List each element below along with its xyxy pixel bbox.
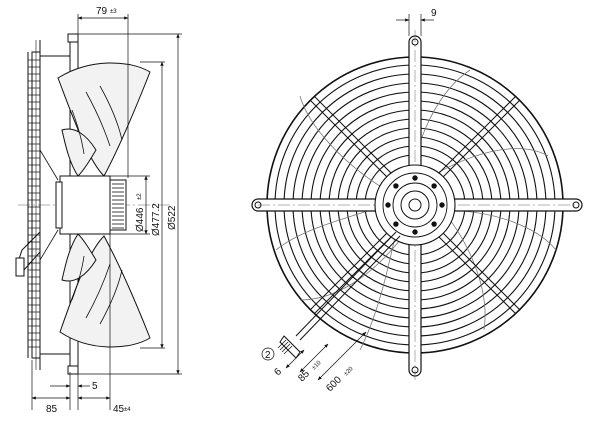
dim-hub-depth-label: 45 xyxy=(113,404,125,415)
front-mount-holes xyxy=(254,38,580,374)
dim-depth-label: 79 xyxy=(96,6,108,17)
side-dimensions xyxy=(31,14,182,410)
callout-number: 2 xyxy=(265,350,271,361)
side-view xyxy=(15,33,170,375)
hub-bolt xyxy=(431,183,437,189)
hub-bolt xyxy=(412,175,418,181)
front-motor-hub xyxy=(374,164,456,246)
side-grille-guard xyxy=(27,40,41,370)
dim-d2-label: Ø477.2 xyxy=(151,203,162,236)
dim-rim-offset-label: 85 xyxy=(46,404,58,415)
hub-bolt xyxy=(393,221,399,227)
dim-d1-label: Ø446 xyxy=(135,207,146,232)
dim-d1-tol: ±2 xyxy=(137,193,143,200)
side-cable-gland xyxy=(15,231,41,277)
side-fan-blades xyxy=(57,62,151,348)
callout-circle xyxy=(261,347,275,361)
side-struts xyxy=(39,149,59,261)
dim-cable-85-tol: ±10 xyxy=(311,360,323,372)
dim-cable-85-label: 85 xyxy=(296,368,312,384)
dim-cable-6-label: 6 xyxy=(272,366,284,378)
front-cable xyxy=(277,231,401,359)
side-motor-hub xyxy=(55,175,127,235)
dim-depth-tol: ±3 xyxy=(110,9,117,15)
dim-hub-depth-tol: ±4 xyxy=(124,407,131,413)
side-dimension-labels: 79 ±3 Ø446 ±2 Ø477.2 Ø522 85 5 45 ±4 xyxy=(46,6,178,415)
dim-width-label: 9 xyxy=(431,8,437,19)
dim-cable-600-tol: ±20 xyxy=(343,366,355,378)
front-view xyxy=(251,30,583,380)
front-dimensions xyxy=(261,14,434,381)
hub-bolts xyxy=(385,175,445,235)
dim-cable-600-label: 600 xyxy=(324,374,344,394)
hub-bolt xyxy=(412,229,418,235)
cable-wire xyxy=(281,343,291,353)
side-blade-slots xyxy=(71,85,123,325)
hub-bolt xyxy=(385,202,391,208)
dim-d3-label: Ø522 xyxy=(167,205,178,230)
side-grille-hatch xyxy=(28,59,40,348)
front-diagonal-struts xyxy=(309,95,521,315)
dim-flange-label: 5 xyxy=(92,381,98,392)
hub-bolt xyxy=(393,183,399,189)
hub-bolt xyxy=(431,221,437,227)
hub-bolt xyxy=(439,202,445,208)
motor-cooling-fins xyxy=(112,183,124,229)
cable-wire xyxy=(277,339,287,349)
cable-wire xyxy=(279,341,289,351)
